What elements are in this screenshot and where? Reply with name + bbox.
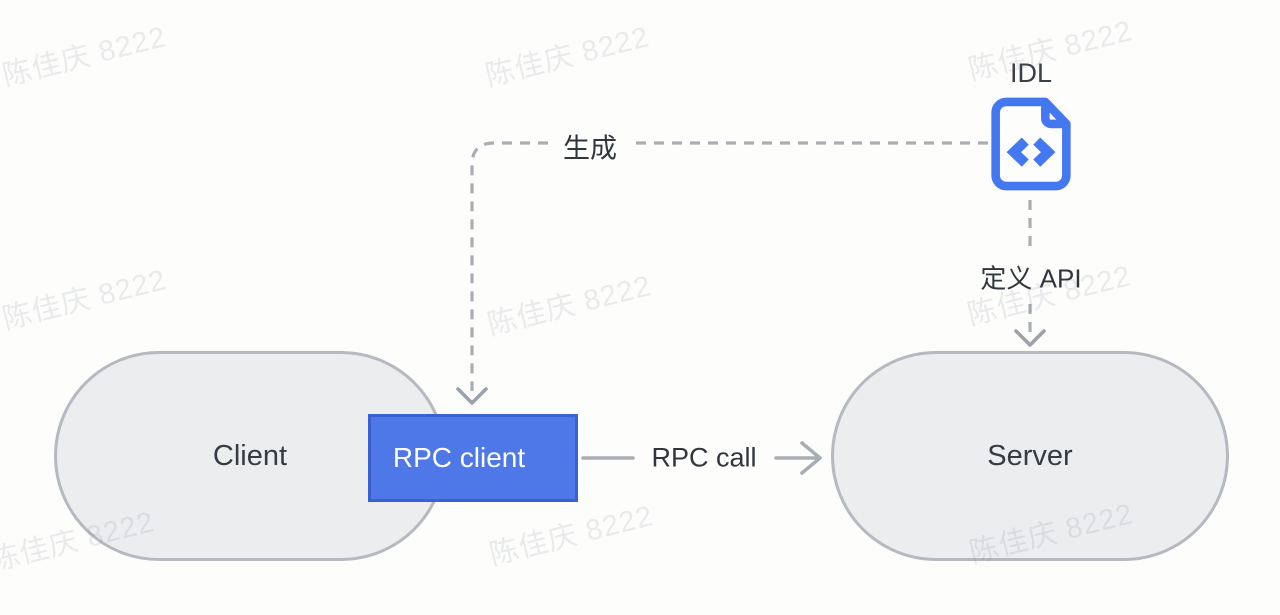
define-api-edge-arrowhead [1014,329,1046,347]
server-node-label: Server [987,439,1073,472]
rpc-client-node-label: RPC client [392,442,526,473]
idl-node-label: IDL [1009,58,1053,88]
idl-node: IDL [988,58,1074,193]
generate-edge-label: 生成 [563,133,617,164]
rpc-call-edge-arrowhead [800,441,822,475]
rpc-client-node: RPC client [368,414,578,502]
generate-edge-arrowhead [456,387,488,405]
rpc-call-edge-label: RPC call [651,442,757,473]
client-node-label: Client [212,439,288,472]
generate-edge-line [470,141,988,391]
server-node: Server [831,351,1229,561]
code-file-icon [991,97,1071,191]
define-api-edge-label: 定义 API [980,263,1082,294]
